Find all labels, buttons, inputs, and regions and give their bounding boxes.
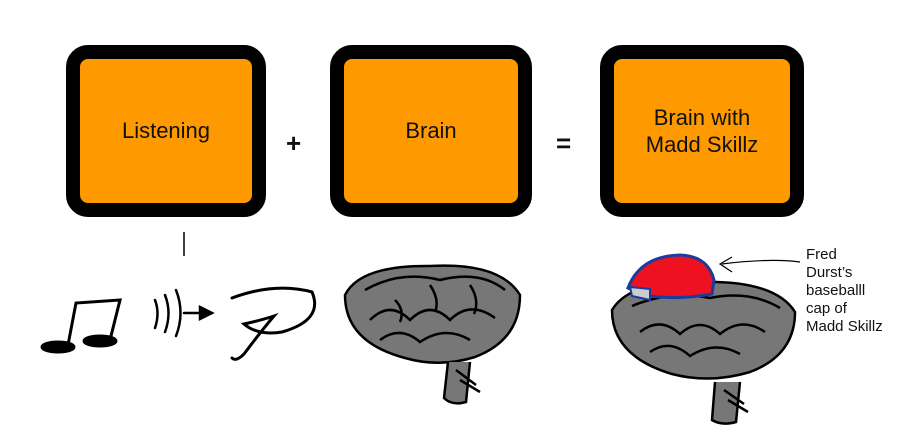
plus-operator: + <box>286 128 302 158</box>
listening-box: Listening <box>66 45 266 217</box>
equals-operator: = <box>556 128 572 158</box>
sound-waves-icon <box>153 288 215 338</box>
result-box: Brain with Madd Skillz <box>600 45 804 217</box>
arrow-icon <box>718 256 801 273</box>
ear-icon <box>230 286 317 361</box>
brain-label: Brain <box>405 118 457 144</box>
music-note-icon <box>40 298 122 354</box>
brain-icon <box>343 264 522 405</box>
listening-label: Listening <box>121 118 211 144</box>
cap-annotation: Fred Durst’s baseballl cap of Madd Skill… <box>806 246 883 335</box>
brain-box: Brain <box>330 45 532 217</box>
brain-with-cap-icon <box>610 253 797 425</box>
result-label: Brain with Madd Skillz <box>645 104 759 158</box>
